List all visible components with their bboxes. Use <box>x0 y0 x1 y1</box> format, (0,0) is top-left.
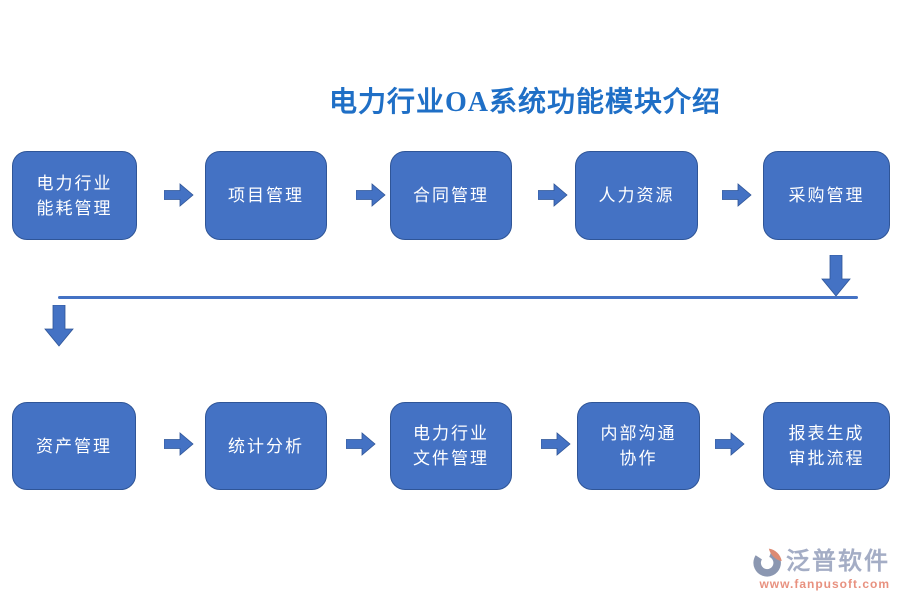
module-box-label: 电力行业 能耗管理 <box>36 173 113 218</box>
module-box-document-management: 电力行业 文件管理 <box>390 402 512 490</box>
module-box-label: 资产管理 <box>36 436 112 456</box>
module-box-label: 采购管理 <box>788 186 865 205</box>
module-box-contract-management: 合同管理 <box>390 151 512 240</box>
module-box-procurement-management: 采购管理 <box>763 151 890 240</box>
watermark-brand: 泛普软件 <box>786 549 890 575</box>
right-arrow-icon <box>722 183 752 207</box>
module-box-project-management: 项目管理 <box>205 151 327 240</box>
right-arrow-icon <box>164 432 194 456</box>
module-box-label: 统计分析 <box>228 436 304 456</box>
module-box-human-resources: 人力资源 <box>575 151 698 240</box>
right-arrow-icon <box>356 183 386 207</box>
down-arrow-icon <box>44 305 74 347</box>
module-box-label: 电力行业 文件管理 <box>413 424 489 468</box>
module-box-label: 人力资源 <box>598 186 675 205</box>
right-arrow-icon <box>538 183 568 207</box>
module-box-label: 合同管理 <box>413 186 489 205</box>
right-arrow-icon <box>346 432 376 456</box>
right-arrow-icon <box>164 183 194 207</box>
connector-line <box>58 296 858 299</box>
fanpu-logo-icon <box>753 548 782 577</box>
right-arrow-icon <box>715 432 745 456</box>
watermark-url: www.fanpusoft.com <box>759 577 890 591</box>
module-box-label: 内部沟通 协作 <box>600 424 677 468</box>
down-arrow-icon <box>821 255 851 297</box>
module-box-label: 项目管理 <box>228 186 304 205</box>
module-box-energy-management: 电力行业 能耗管理 <box>12 151 137 240</box>
watermark: 泛普软件 www.fanpusoft.com <box>753 547 890 591</box>
module-box-internal-communication: 内部沟通 协作 <box>577 402 700 490</box>
module-box-label: 报表生成 审批流程 <box>788 424 865 468</box>
module-box-asset-management: 资产管理 <box>12 402 136 490</box>
right-arrow-icon <box>541 432 571 456</box>
module-box-report-approval: 报表生成 审批流程 <box>763 402 890 490</box>
page-title: 电力行业OA系统功能模块介绍 <box>328 87 721 118</box>
module-box-statistical-analysis: 统计分析 <box>205 402 327 490</box>
